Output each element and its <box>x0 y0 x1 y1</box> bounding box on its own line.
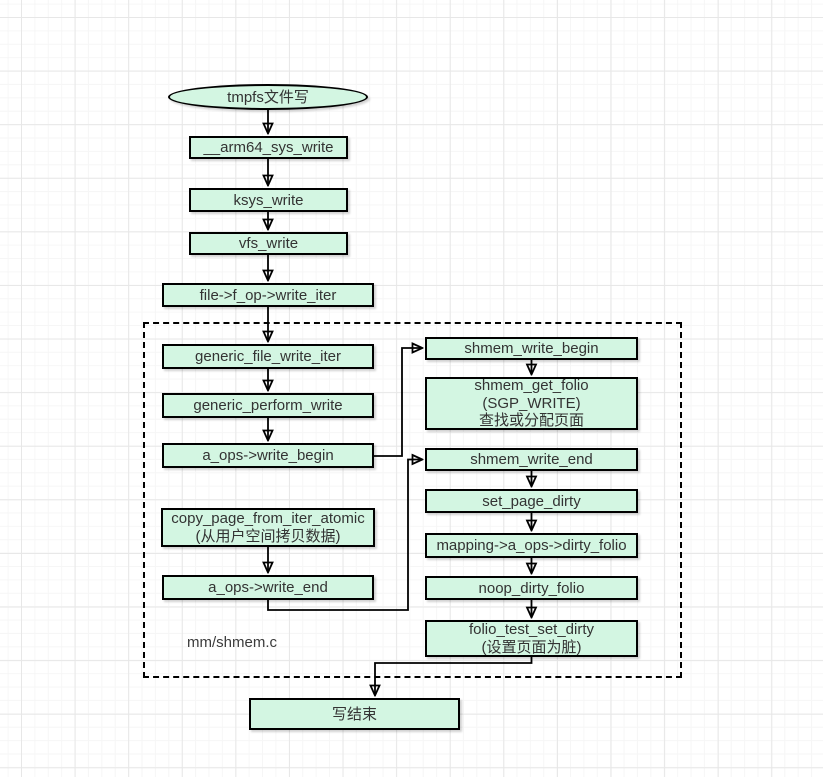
node-ksys-write: ksys_write <box>189 188 348 212</box>
connector-folio-test-to-end <box>375 657 533 695</box>
node-label-line2: (从用户空间拷贝数据) <box>195 527 341 545</box>
node-noop-dirty-folio: noop_dirty_folio <box>425 576 638 600</box>
node-label: file->f_op->write_iter <box>199 286 337 304</box>
node-label: a_ops->write_begin <box>202 447 334 464</box>
node-label: ksys_write <box>233 191 304 209</box>
node-label: vfs_write <box>238 235 299 252</box>
node-fop-write-iter: file->f_op->write_iter <box>162 283 374 307</box>
source-file-label: mm/shmem.c <box>187 634 277 651</box>
node-shmem-write-begin: shmem_write_begin <box>425 337 638 360</box>
node-label-line2: (SGP_WRITE) <box>482 394 581 412</box>
node-label: shmem_write_end <box>470 451 593 468</box>
node-label-line1: shmem_get_folio <box>474 377 589 395</box>
node-label: set_page_dirty <box>482 492 581 510</box>
node-set-page-dirty: set_page_dirty <box>425 489 638 513</box>
connector-write-end-to-shmem-write-end <box>267 460 422 611</box>
node-folio-test-set-dirty: folio_test_set_dirty (设置页面为脏) <box>425 620 638 657</box>
node-copy-page-from-iter-atomic: copy_page_from_iter_atomic (从用户空间拷贝数据) <box>161 508 375 547</box>
node-shmem-write-end: shmem_write_end <box>425 448 638 471</box>
shmem-group-boundary <box>143 322 682 678</box>
connector-write-begin-to-shmem-write-begin <box>374 348 422 457</box>
node-label-line3: 查找或分配页面 <box>478 412 584 430</box>
node-label: generic_perform_write <box>193 397 343 414</box>
node-label: __arm64_sys_write <box>203 139 334 156</box>
node-label: a_ops->write_end <box>208 579 328 596</box>
node-a-ops-write-end: a_ops->write_end <box>162 575 374 600</box>
node-label: mapping->a_ops->dirty_folio <box>436 537 627 554</box>
node-label-line1: folio_test_set_dirty <box>468 621 595 638</box>
node-start-tmpfs-write: tmpfs文件写 <box>168 84 368 110</box>
node-label: generic_file_write_iter <box>195 348 341 365</box>
node-shmem-get-folio: shmem_get_folio (SGP_WRITE) 查找或分配页面 <box>425 377 638 430</box>
node-label: shmem_write_begin <box>464 340 599 357</box>
node-label-line2: (设置页面为脏) <box>481 638 582 656</box>
node-generic-perform-write: generic_perform_write <box>162 393 374 418</box>
node-label-line1: copy_page_from_iter_atomic <box>171 510 365 527</box>
node-label: noop_dirty_folio <box>478 579 585 597</box>
node-a-ops-write-begin: a_ops->write_begin <box>162 443 374 468</box>
node-end-write-finish: 写结束 <box>249 698 460 730</box>
node-generic-file-write-iter: generic_file_write_iter <box>162 344 374 369</box>
node-mapping-dirty-folio: mapping->a_ops->dirty_folio <box>425 533 638 558</box>
node-label: tmpfs文件写 <box>227 88 309 106</box>
node-label: 写结束 <box>331 705 377 723</box>
node-arm64-sys-write: __arm64_sys_write <box>189 136 348 159</box>
node-vfs-write: vfs_write <box>189 232 348 255</box>
